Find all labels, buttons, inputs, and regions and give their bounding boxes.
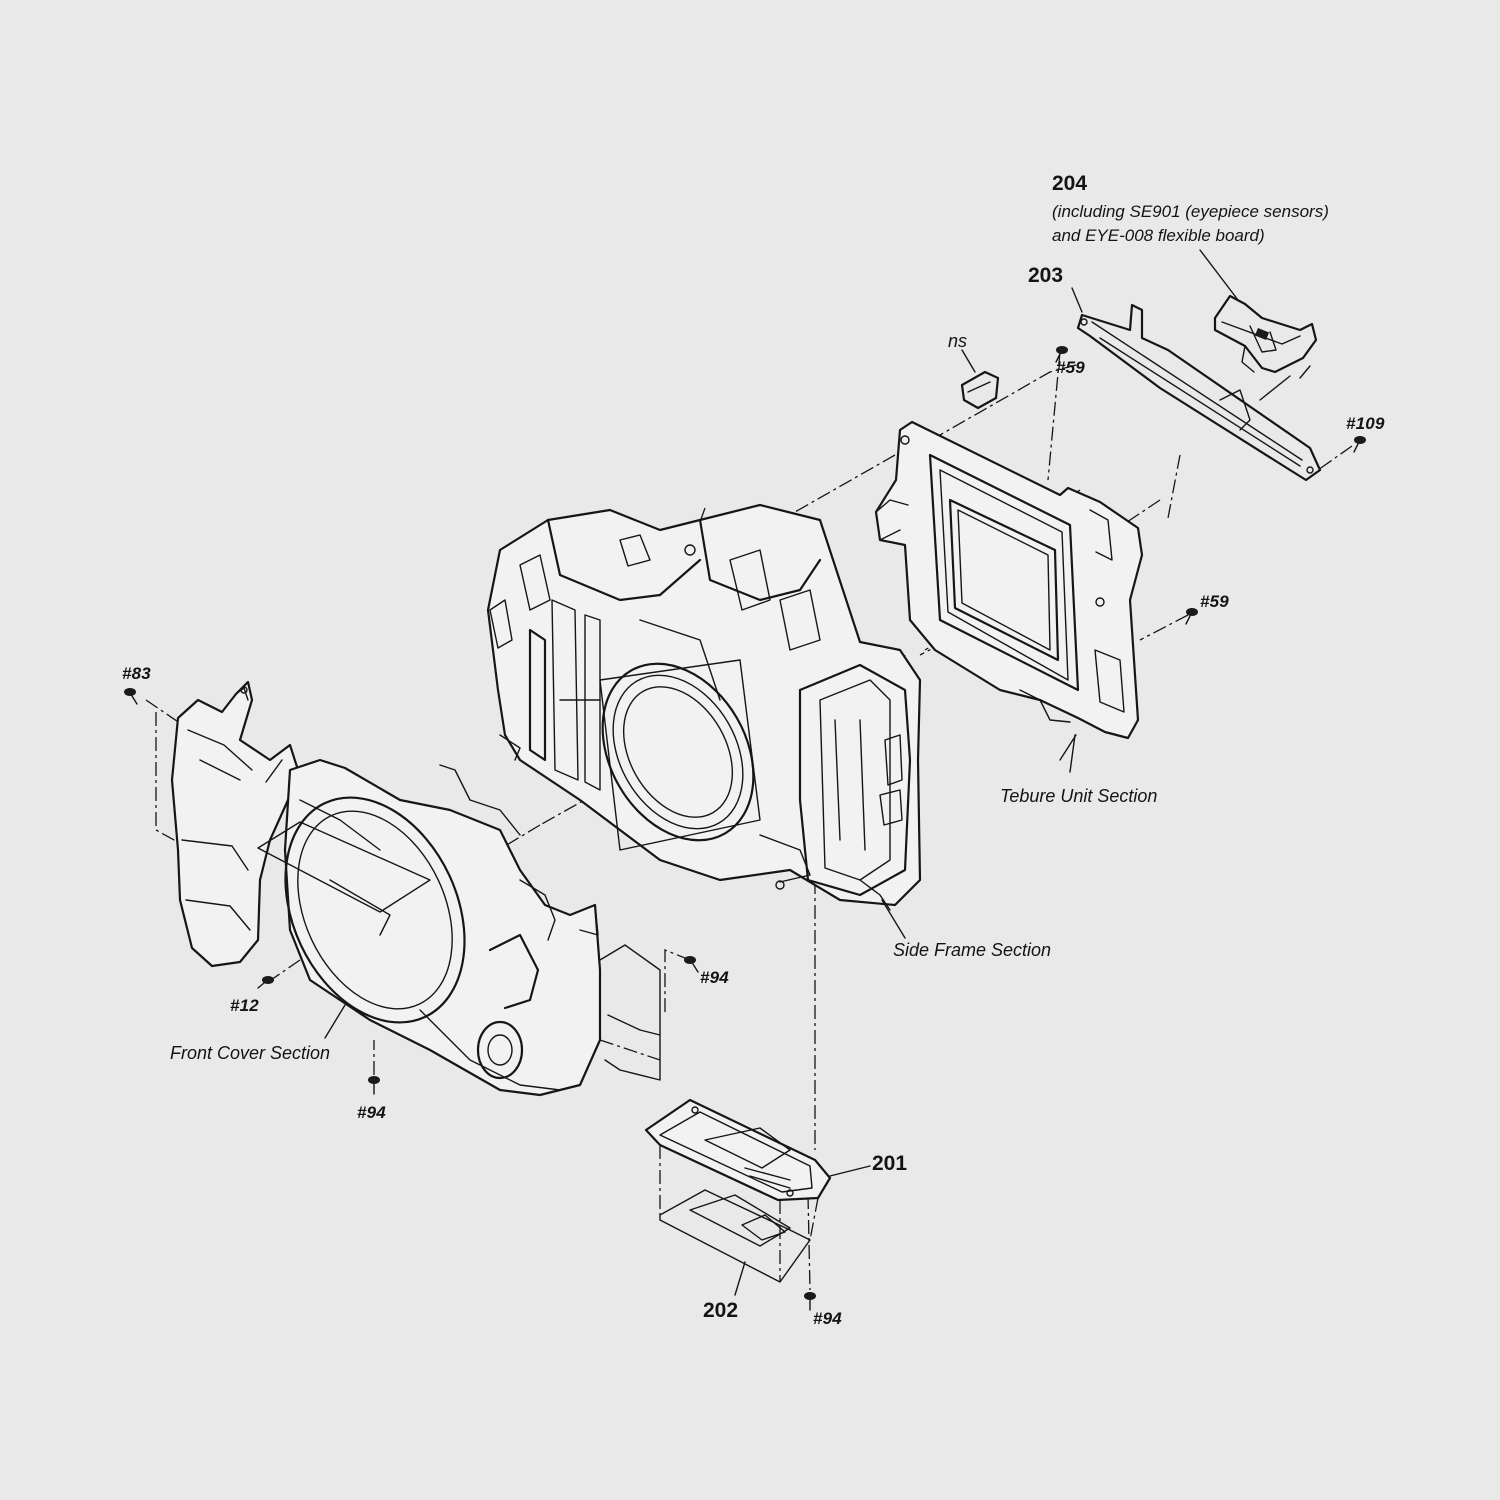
screw-icon — [1185, 608, 1198, 625]
bottom-cover-202 — [659, 1145, 819, 1296]
bottom-plate-201 — [644, 1098, 871, 1202]
screw-label-94-left: #94 — [357, 1103, 386, 1122]
screw-label-59-right: #59 — [1200, 592, 1229, 611]
part-label-204: 204 — [1052, 172, 1088, 195]
screw-icon — [1055, 346, 1068, 363]
screw-icon — [804, 1292, 816, 1311]
ns-label: ns — [948, 331, 968, 351]
screw-label-59-top: #59 — [1056, 358, 1085, 377]
eyepiece-sensor-part — [1199, 249, 1318, 401]
camera-body-frame — [486, 503, 922, 911]
screw-label-83: #83 — [122, 664, 151, 683]
screw-icon — [368, 1076, 380, 1095]
rear-frame-unit — [874, 420, 1144, 761]
part-204-note-line2: and EYE-008 flexible board) — [1052, 226, 1265, 245]
leader-lines — [324, 734, 1076, 1039]
screw-label-94-bottom: #94 — [813, 1309, 842, 1328]
screw-icon — [124, 688, 138, 705]
tebure-unit-section-label: Tebure Unit Section — [1000, 786, 1158, 806]
screw-label-109: #109 — [1346, 414, 1385, 433]
screw-label-94-mid: #94 — [700, 968, 729, 987]
bracket-part-203 — [1071, 287, 1322, 482]
ns-small-part — [960, 349, 1000, 410]
front-cover-part — [257, 758, 661, 1097]
part-204-note-line1: (including SE901 (eyepiece sensors) — [1052, 202, 1329, 221]
part-label-202: 202 — [703, 1299, 739, 1322]
screw-icon — [684, 956, 699, 973]
screw-icon — [1353, 436, 1366, 453]
grip-part — [170, 680, 300, 968]
screw-icons — [124, 346, 1366, 1311]
screw-icon — [257, 976, 274, 989]
front-cover-section-label: Front Cover Section — [170, 1043, 331, 1063]
part-label-203: 203 — [1028, 264, 1064, 287]
screw-label-12: #12 — [230, 996, 259, 1015]
side-frame-section-label: Side Frame Section — [893, 940, 1052, 960]
part-label-201: 201 — [872, 1152, 908, 1175]
